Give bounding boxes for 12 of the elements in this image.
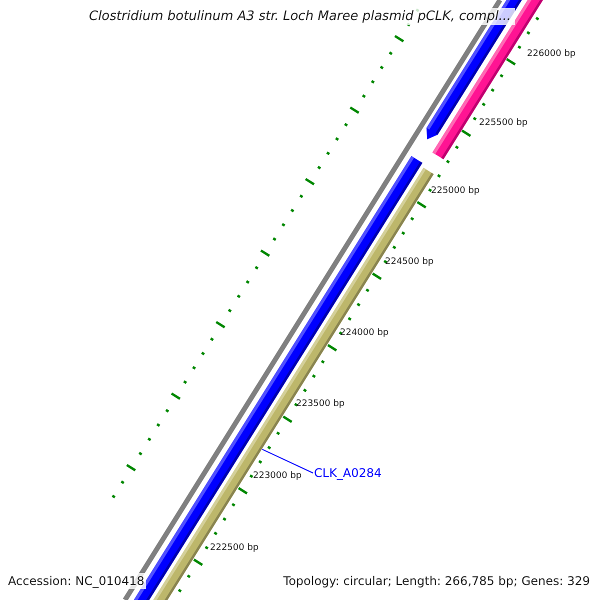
info-text: Topology: circular; Length: 266,785 bp; Genes: 329 [281, 574, 592, 588]
scale-label: 225500 bp [479, 118, 528, 128]
leader-line [262, 448, 314, 474]
scale-label: 224500 bp [385, 257, 434, 267]
scale-label: 225000 bp [431, 186, 480, 196]
scale-label: 224000 bp [340, 328, 389, 338]
scale-label: 223500 bp [296, 399, 345, 409]
scale-label: 226000 bp [527, 49, 576, 59]
gene-label: CLK_A0284 [314, 466, 382, 480]
scale-label: 222500 bp [210, 543, 259, 553]
accession-text: Accession: NC_010418 [6, 573, 146, 589]
scale-label: 223000 bp [253, 471, 302, 481]
